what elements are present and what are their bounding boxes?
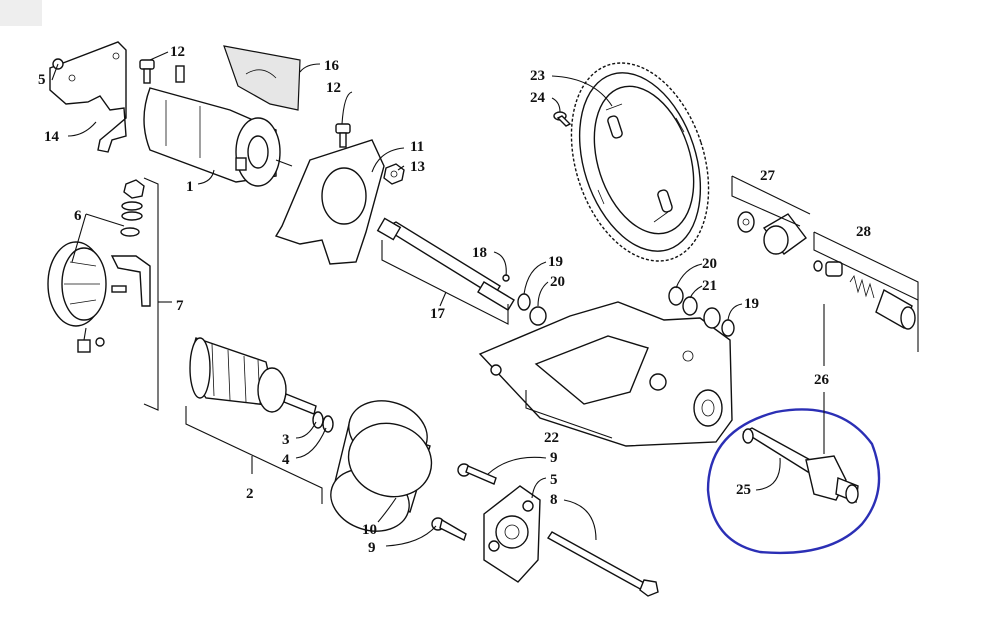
callout-11: 11: [410, 139, 424, 155]
callout-16: 16: [324, 58, 340, 74]
callout-2: 2: [246, 486, 254, 502]
callout-25: 25: [736, 482, 751, 498]
callout-6: 6: [74, 208, 82, 224]
callout-12-lower: 12: [326, 80, 341, 96]
callout-5: 5: [550, 472, 558, 488]
callout-9-upper: 9: [550, 450, 558, 466]
drive-housing: [478, 301, 733, 447]
bolt-12-upper: [139, 59, 155, 84]
pinion-27: [737, 211, 807, 255]
callout-5-partial: 5: [38, 72, 46, 88]
callout-20-right: 20: [702, 256, 717, 272]
washers-20-21-19-right: [668, 286, 735, 337]
terminal-hardware: [120, 179, 145, 237]
leader-lines: [51, 51, 781, 547]
callout-10: 10: [362, 522, 377, 538]
callout-23: 23: [530, 68, 545, 84]
ring-gear: [570, 62, 710, 262]
mounting-bracket: [49, 41, 127, 153]
callout-18: 18: [472, 245, 487, 261]
motor-housing: [143, 65, 293, 187]
callout-26: 26: [814, 372, 830, 388]
shaft-17: [376, 217, 515, 311]
callout-14: 14: [44, 129, 60, 145]
end-plate-11: [274, 139, 385, 265]
group-brackets: [143, 175, 919, 504]
bolt-12-lower: [335, 123, 351, 148]
brush-plate-assembly: [47, 241, 151, 353]
callout-12-upper: 12: [170, 44, 185, 60]
shaft-assembly-25: [742, 427, 859, 504]
callout-13: 13: [410, 159, 425, 175]
callout-24: 24: [530, 90, 546, 106]
callout-9-lower: 9: [368, 540, 376, 556]
callout-20-middle: 20: [550, 274, 565, 290]
callout-17: 17: [430, 306, 446, 322]
armature: [189, 337, 317, 415]
callout-1: 1: [186, 179, 194, 195]
callout-19-middle: 19: [548, 254, 563, 270]
callout-22: 22: [544, 430, 559, 446]
screw-9-upper: [457, 463, 497, 485]
callout-28: 28: [856, 224, 871, 240]
through-bolt: [546, 531, 659, 597]
cover-16: [223, 45, 301, 111]
nut-13: [383, 163, 405, 185]
screw-9-lower: [431, 517, 467, 541]
spring-28: [813, 260, 916, 330]
highlight-circle: [706, 408, 881, 555]
callout-4: 4: [282, 452, 290, 468]
callout-labels: 5 12 16 12 14 1 11 13 6 7 18 17 19 20 23…: [38, 44, 871, 556]
callout-7: 7: [176, 298, 184, 314]
end-cap: [483, 485, 541, 583]
callout-3: 3: [282, 432, 290, 448]
callout-8: 8: [550, 492, 558, 508]
callout-21: 21: [702, 278, 717, 294]
screw-24: [553, 111, 572, 127]
callout-19-right: 19: [744, 296, 759, 312]
washers-19-20-middle: [517, 293, 547, 326]
callout-27: 27: [760, 168, 776, 184]
field-frame: [330, 400, 433, 532]
corner-tab: [0, 0, 42, 26]
